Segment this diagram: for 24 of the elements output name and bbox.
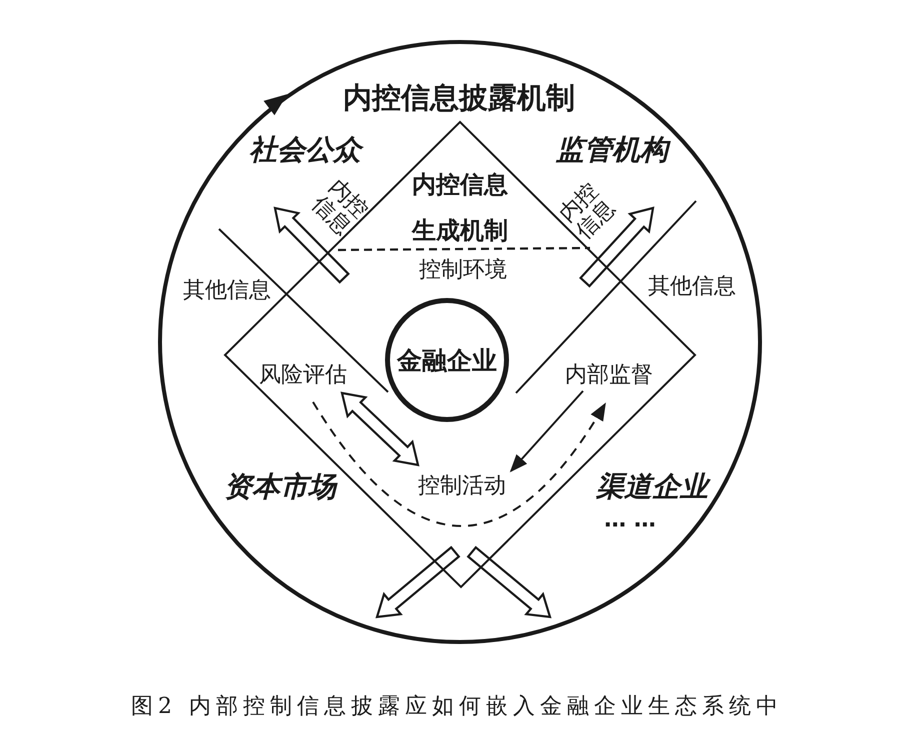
component-label: 内部监督 [565,362,653,388]
heading: 内控信息生成机制 [410,169,509,246]
heading: 内控信息披露机制 [343,80,575,116]
component-label: 控制环境 [419,257,507,283]
component-label: 风险评估 [259,362,347,388]
hollow-arrow [579,206,654,288]
core-circle: 金融企业 [385,298,509,422]
dashed-arrow [312,401,606,527]
edge-label: 内控信息 [306,174,372,242]
edge-label: 其他信息 [648,274,736,300]
stakeholder-label: 资本市场 [224,470,336,504]
component-label: 控制活动 [418,473,506,499]
figure-caption: 图2 内部控制信息披露应如何嵌入金融企业生态系统中 [131,693,783,721]
hollow-arrow [466,546,552,618]
edge-label: 内控信息 [554,178,622,246]
hollow-arrow [274,206,350,284]
connector-line [218,228,389,393]
hollow-arrow [375,546,460,618]
hollow-arrow [340,392,420,466]
edge-label: 其他信息 [183,278,271,304]
arrow [510,390,584,472]
outer-ring [158,40,762,644]
connector-line [515,200,697,394]
ellipsis-label: … … [604,507,656,533]
